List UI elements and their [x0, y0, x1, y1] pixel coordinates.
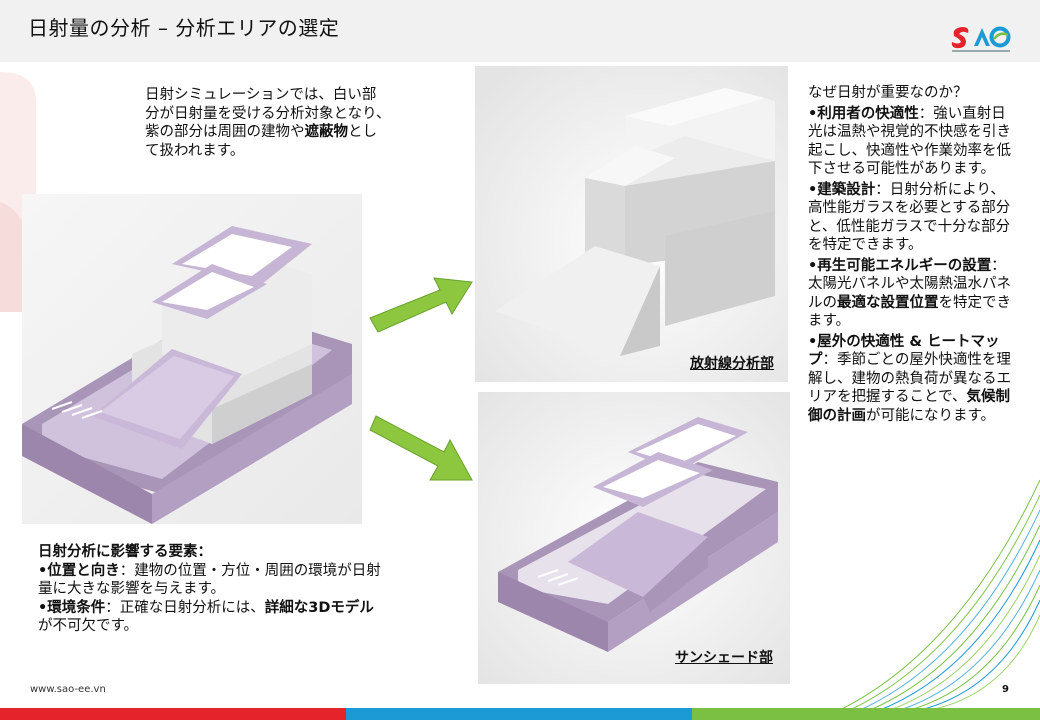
slide-title: 日射量の分析 – 分析エリアの選定 [28, 16, 340, 40]
caption-sunshade: サンシェード部 [675, 650, 773, 666]
bottom-color-bar [0, 708, 1040, 720]
arrow-right-up-icon [369, 277, 473, 333]
arrow-right-down-icon [369, 415, 473, 481]
why-solar-text: なぜ日射が重要なのか？ •利用者の快適性：強い直射日 光は温熱や視覚的不快感を引… [808, 84, 1033, 425]
slide-header: 日射量の分析 – 分析エリアの選定 [0, 0, 1040, 62]
factors-item-location: •位置と向き：建物の位置・方位・周囲の環境が日射 量に大きな影響を与えます。 [38, 562, 381, 598]
caption-radiation: 放射線分析部 [690, 356, 774, 372]
decorative-waves-right [840, 479, 1040, 710]
bar-segment-red [0, 708, 346, 720]
bar-segment-blue [346, 708, 692, 720]
why-bullet-comfort: •利用者の快適性：強い直射日 光は温熱や視覚的不快感を引き 起こし、快適性や作業… [808, 105, 1011, 178]
sao-logo-icon [951, 26, 1011, 52]
sunshade-analysis-image [478, 392, 790, 684]
factors-heading: 日射分析に影響する要素： [38, 544, 212, 560]
intro-line: て扱われます。 [145, 142, 245, 159]
intro-line: 日射シミュレーションでは、白い部 [145, 87, 377, 103]
why-heading: なぜ日射が重要なのか？ [808, 85, 968, 101]
intro-text: 日射シミュレーションでは、白い部 分が日射量を受ける分析対象となり、 紫の部分は… [145, 86, 425, 160]
why-bullet-design: •建築設計：日射分析により、 高性能ガラスを必要とする部分 と、低性能ガラスで十… [808, 181, 1011, 254]
factors-text: 日射分析に影響する要素： •位置と向き：建物の位置・方位・周囲の環境が日射 量に… [38, 543, 428, 636]
factors-item-environment: •環境条件：正確な日射分析には、詳細な3Dモデル が不可欠です。 [38, 599, 374, 635]
model-overview-image [22, 194, 362, 524]
footer-url[interactable]: www.sao-ee.vn [30, 684, 106, 695]
intro-line: 分が日射量を受ける分析対象となり、 [145, 105, 391, 122]
intro-line: 紫の部分は周囲の建物や遮蔽物とし [145, 124, 377, 140]
page-number: 9 [1002, 684, 1009, 695]
bar-segment-green [692, 708, 1040, 720]
why-bullet-outdoor: •屋外の快適性 & ヒートマッ プ：季節ごとの屋外快適性を理 解し、建物の熱負荷… [808, 333, 1011, 424]
radiation-analysis-image [475, 66, 788, 382]
why-bullet-renewable: •再生可能エネルギーの設置： 太陽光パネルや太陽熱温水パネ ルの最適な設置位置を… [808, 257, 1011, 330]
